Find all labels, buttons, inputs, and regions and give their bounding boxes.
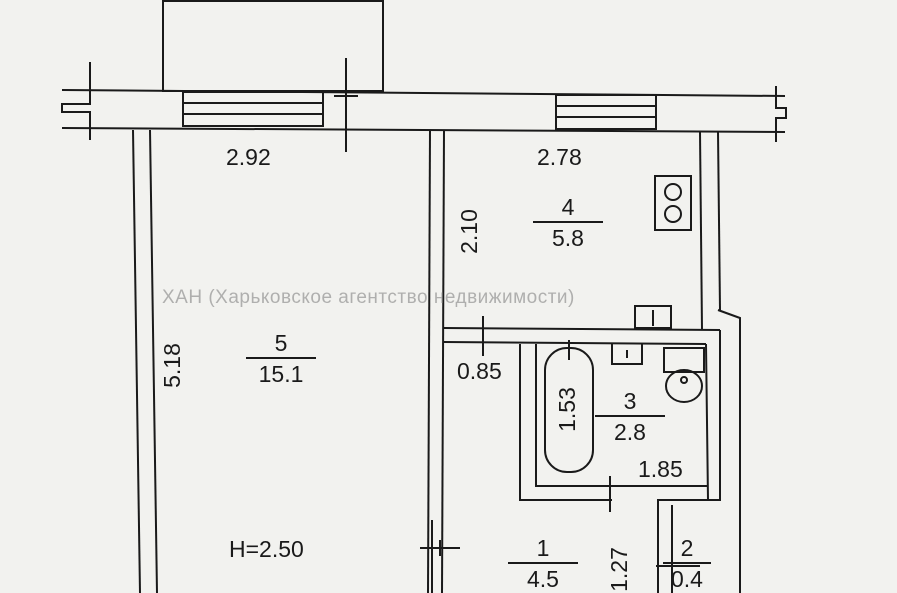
sink-icon [634, 305, 672, 329]
left-wall-outer [132, 129, 141, 593]
room-area: 15.1 [246, 357, 316, 388]
kitchen-bath-wall-top [443, 327, 721, 331]
bathroom-walls [657, 343, 710, 593]
room-5-label: 5 15.1 [246, 330, 316, 388]
partition-5-4-right [441, 129, 445, 593]
room-number: 1 [536, 535, 550, 561]
room-4-label: 4 5.8 [533, 194, 603, 252]
window-right [555, 94, 657, 130]
left-wall-inner [149, 129, 158, 593]
room-2-label: 2 0.4 [663, 535, 711, 593]
wall-break-left [61, 62, 91, 140]
exterior-wall-bottom [61, 127, 786, 133]
partition-5-4-left [427, 129, 431, 593]
dim-wall-offset: 0.85 [457, 358, 502, 384]
washbasin-icon [611, 344, 643, 365]
room-area: 2.8 [595, 415, 665, 446]
room-number: 4 [561, 194, 575, 220]
dim-room5-depth: 5.18 [158, 343, 185, 388]
room-number: 2 [680, 535, 694, 561]
dim-room5-width: 2.92 [226, 144, 271, 170]
room-area: 5.8 [533, 221, 603, 252]
dim-room4-width: 2.78 [537, 144, 582, 170]
room-area: 0.4 [663, 562, 711, 593]
balcony [162, 0, 384, 92]
room-area: 4.5 [508, 562, 578, 593]
room-number: 3 [623, 388, 637, 414]
dim-bath-width: 1.85 [638, 456, 683, 482]
room-number: 5 [274, 330, 288, 356]
room-3-label: 3 2.8 [595, 388, 665, 446]
exterior-wall-top [61, 89, 786, 97]
watermark-text: ХАН (Харьковское агентство недвижимости) [162, 287, 575, 308]
dim-bath-depth: 1.53 [553, 387, 580, 432]
dim-hall-width: 1.27 [605, 547, 632, 592]
wall-break-right [775, 86, 787, 142]
ceiling-height: H=2.50 [229, 536, 304, 562]
window-left [182, 91, 324, 127]
toilet-icon [663, 347, 705, 373]
stove-icon [654, 175, 692, 231]
kitchen-bath-wall-bottom [443, 341, 707, 345]
dim-room4-depth: 2.10 [455, 209, 482, 254]
room-1-label: 1 4.5 [508, 535, 578, 593]
